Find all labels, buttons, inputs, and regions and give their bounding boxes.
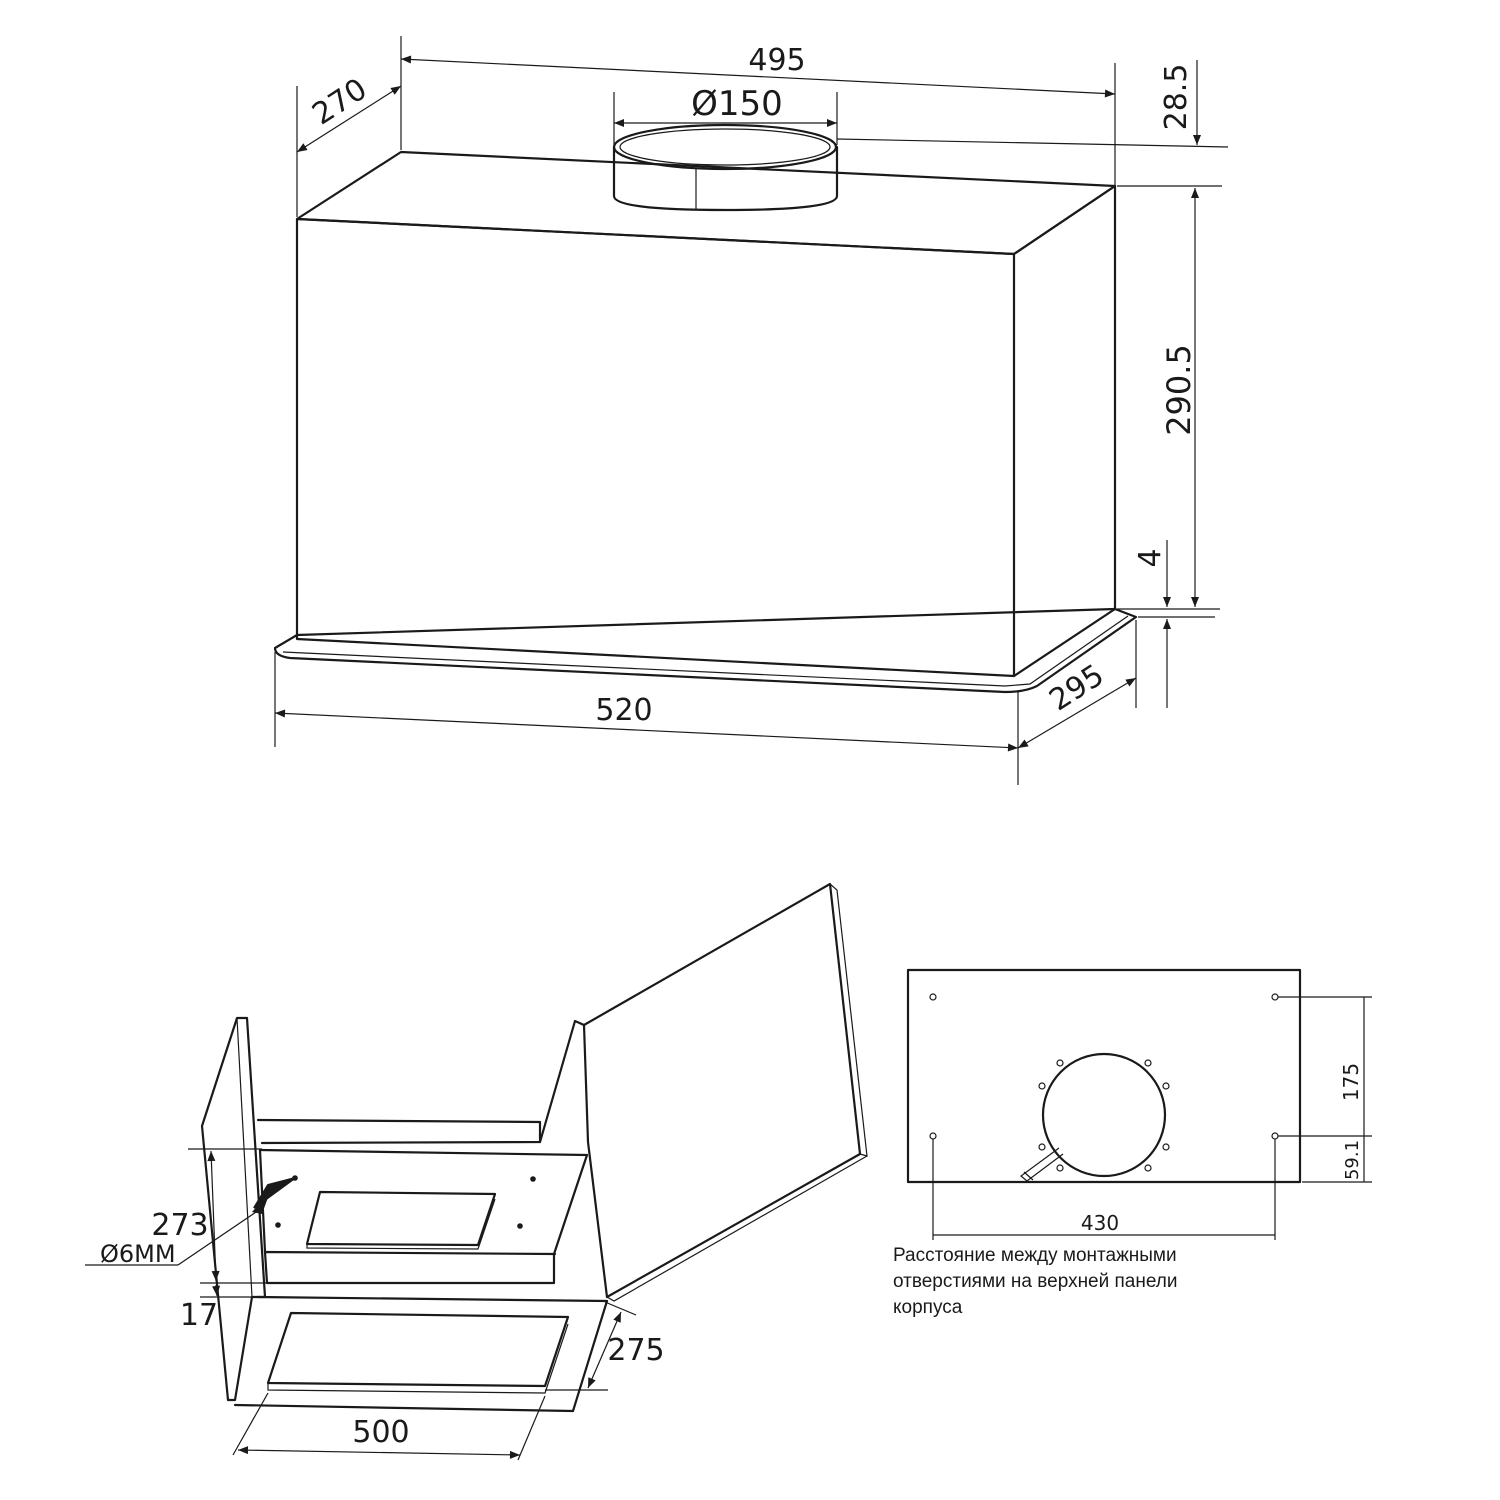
dim-495: 495 bbox=[748, 43, 805, 78]
dim-line-495 bbox=[400, 55, 1116, 98]
dim-270: 270 bbox=[306, 72, 373, 133]
dim-line-270 bbox=[296, 85, 402, 153]
mount-hole bbox=[517, 1223, 523, 1229]
dim-175: 175 bbox=[1339, 1063, 1363, 1101]
cabinet-shelf bbox=[258, 1148, 589, 1285]
hood-isometric bbox=[273, 123, 1138, 694]
dim-275: 275 bbox=[607, 1333, 664, 1368]
dim-520: 520 bbox=[595, 693, 652, 728]
dim-4: 4 bbox=[1133, 548, 1168, 567]
shelf-cutout bbox=[305, 1190, 497, 1247]
dim-17: 17 bbox=[180, 1298, 218, 1333]
glass-panel bbox=[273, 607, 1138, 694]
dim-line-295 bbox=[1017, 677, 1137, 749]
duct-opening bbox=[1041, 1052, 1167, 1178]
cabinet-dimensions: 273 Ø6MM 17 275 500 bbox=[85, 1148, 665, 1461]
dim-500: 500 bbox=[352, 1415, 409, 1450]
mount-hole bbox=[929, 993, 937, 1001]
mounting-note-line: корпуса bbox=[893, 1297, 963, 1318]
dim-hole-6mm: Ø6MM bbox=[100, 1240, 176, 1268]
dim-line-17 bbox=[212, 1284, 221, 1297]
dim-line-275 bbox=[587, 1311, 622, 1389]
top-dimensions: 495 270 Ø150 28.5 290.5 4 520 295 bbox=[274, 36, 1229, 785]
cabinet-door bbox=[582, 882, 862, 1299]
dim-line-520 bbox=[274, 709, 1019, 752]
hood-front-face bbox=[295, 217, 1016, 678]
mounting-note-line: Расстояние между монтажными bbox=[893, 1245, 1177, 1266]
dim-273: 273 bbox=[151, 1208, 208, 1243]
dim-430: 430 bbox=[1081, 1211, 1119, 1235]
dim-59-1: 59.1 bbox=[1342, 1140, 1363, 1180]
dim-line-273 bbox=[207, 1150, 220, 1282]
mounting-note: Расстояние между монтажными отверстиями … bbox=[893, 1243, 1213, 1321]
mount-hole bbox=[530, 1176, 536, 1182]
mount-hole bbox=[1271, 1132, 1279, 1140]
dim-28-5: 28.5 bbox=[1159, 64, 1194, 131]
glass-panel-edge bbox=[282, 615, 1129, 687]
cabinet-installation bbox=[200, 882, 868, 1413]
dim-295: 295 bbox=[1043, 658, 1110, 719]
top-panel-outline bbox=[906, 968, 1302, 1184]
cabinet-right-panel bbox=[538, 1019, 609, 1299]
mount-hole bbox=[275, 1222, 281, 1228]
hood-side-face bbox=[1012, 184, 1117, 678]
mounting-note-line: отверстиями на верхней панели bbox=[893, 1271, 1178, 1292]
mount-hole bbox=[1271, 993, 1279, 1001]
top-panel-plan: 175 59.1 430 bbox=[906, 968, 1372, 1240]
dim-150: Ø150 bbox=[691, 84, 783, 124]
dim-290-5: 290.5 bbox=[1160, 344, 1198, 436]
dim-line-500 bbox=[237, 1446, 521, 1459]
mount-hole bbox=[929, 1132, 937, 1140]
